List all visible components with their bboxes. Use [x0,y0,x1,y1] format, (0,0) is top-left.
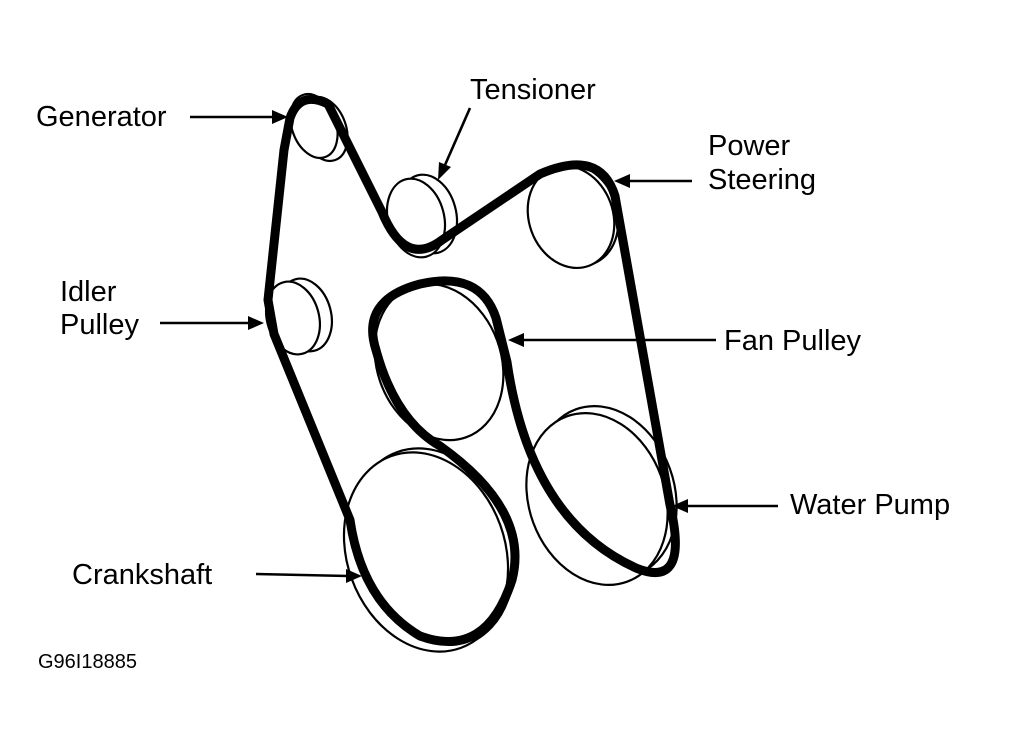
tensioner-arrowhead [438,162,451,180]
crankshaft-arrowhead [346,569,362,583]
power-steering-arrowhead [614,174,630,188]
generator-label: Generator [36,101,167,133]
generator-arrowhead [272,110,288,124]
figure-code: G96I18885 [38,651,137,673]
fan-arrowhead [508,333,524,347]
fan-pulley-label: Fan Pulley [724,325,862,357]
tensioner-label: Tensioner [470,74,596,106]
water-pump-label: Water Pump [790,489,950,521]
power-steering-label-line1: Power [708,130,791,162]
power-steering-pulley [526,162,620,270]
idler-pulley-label-line2: Pulley [60,309,139,341]
power-steering-label-line2: Steering [708,164,816,196]
idler-arrowhead [248,316,264,330]
crankshaft-leader [255,572,349,578]
tensioner-leader [443,107,472,166]
crankshaft-label: Crankshaft [72,559,212,591]
water-pump-arrowhead [672,499,688,513]
water-pump-pulley [525,404,678,587]
serpentine-belt [263,94,680,646]
idler-pulley-label-line1: Idler [60,276,117,308]
